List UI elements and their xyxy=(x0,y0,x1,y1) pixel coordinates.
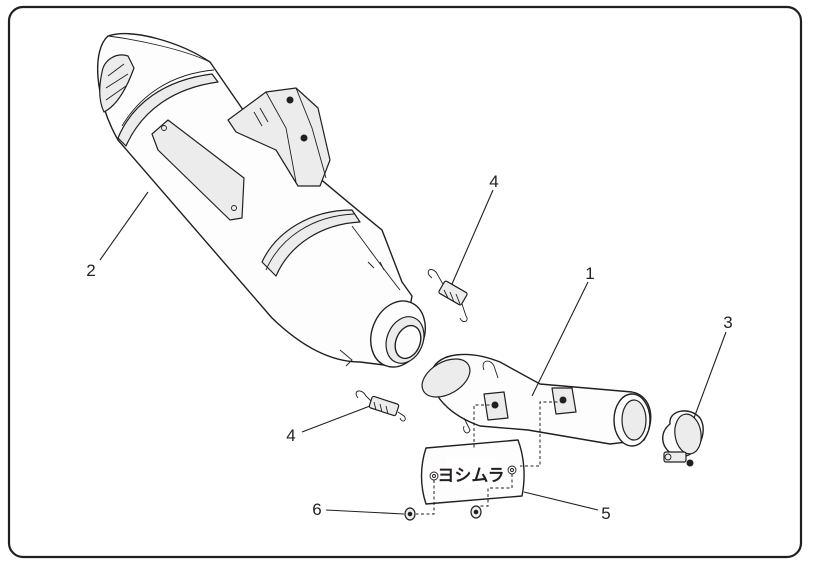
logo-text: ヨシムラ xyxy=(437,466,504,485)
assembly-guides xyxy=(416,401,563,515)
yoshimura-logo: ヨシムラ xyxy=(437,458,505,488)
callout-5: 5 xyxy=(601,504,610,523)
callout-2: 2 xyxy=(86,261,95,280)
link-pipe xyxy=(421,353,652,447)
leader-lines xyxy=(99,189,727,515)
callout-3: 3 xyxy=(723,313,732,332)
muffler xyxy=(97,33,426,368)
grommet-nuts xyxy=(404,505,482,521)
callout-1: 1 xyxy=(585,264,594,283)
callout-6: 6 xyxy=(312,500,321,519)
spring-upper xyxy=(427,269,468,323)
callout-4-upper: 4 xyxy=(489,172,498,191)
heat-shield: ヨシムラ xyxy=(420,439,525,505)
spring-lower xyxy=(355,390,406,422)
clamp xyxy=(662,410,704,467)
callout-4-lower: 4 xyxy=(286,426,295,445)
